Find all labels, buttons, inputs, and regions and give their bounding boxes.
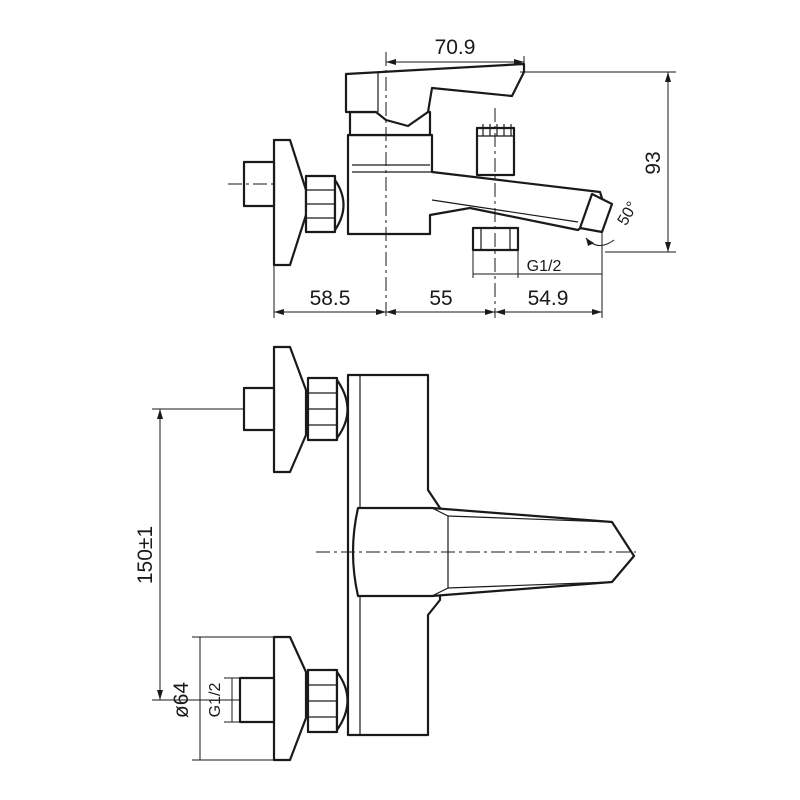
side-view: 70.9 93 50° G1/2 58.5 55 54.9: [228, 36, 676, 318]
dim-axis-to-outlet: 55: [429, 287, 452, 310]
side-body: [346, 133, 607, 236]
top-lower-flange: [272, 635, 308, 762]
top-view: 150±1 ø64 G1/2: [134, 345, 636, 762]
top-lower-connector: [335, 670, 349, 732]
top-upper-flange: [272, 345, 308, 474]
dim-handle-width: 70.9: [435, 36, 476, 59]
dim-spout-angle: 50°: [615, 199, 642, 228]
top-upper-inlet-pipe: [242, 386, 276, 432]
side-wall-flange: [272, 138, 308, 267]
dim-wall-to-axis: 58.5: [310, 287, 351, 310]
dim-outlet-to-tip: 54.9: [528, 287, 569, 310]
dim-inlet-spacing: 150±1: [134, 526, 157, 584]
top-upper-connector: [335, 378, 349, 440]
dim-flange-diameter: ø64: [170, 682, 193, 719]
side-handle-lever: [344, 62, 526, 128]
dim-total-height: 93: [642, 151, 665, 174]
dim-inlet-thread: G1/2: [207, 683, 224, 718]
side-eccentric-connector: [333, 178, 345, 232]
top-lower-inlet-pipe: [238, 676, 276, 724]
dim-outlet-thread: G1/2: [527, 258, 562, 275]
